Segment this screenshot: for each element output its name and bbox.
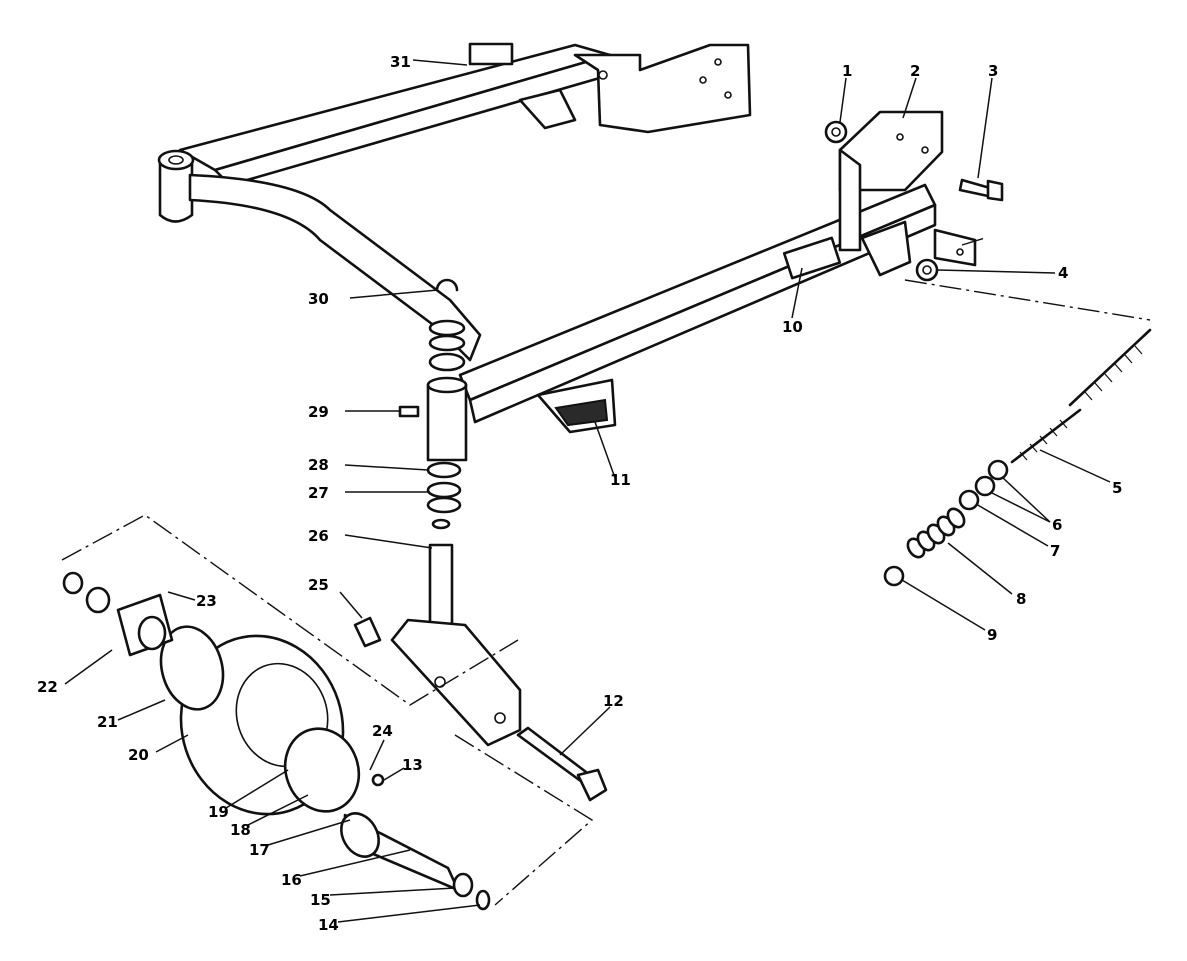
leader-lines: [64, 59, 1111, 923]
callout-13: 13: [402, 756, 423, 774]
callout-11: 11: [610, 471, 631, 489]
callout-15: 15: [310, 891, 331, 909]
callout-20: 20: [128, 746, 149, 764]
callout-7: 7: [1050, 542, 1060, 560]
callout-4: 4: [1058, 264, 1068, 282]
callout-25: 25: [308, 576, 329, 594]
callout-31: 31: [390, 53, 411, 71]
callout-2: 2: [910, 62, 920, 80]
callout-5: 5: [1112, 479, 1122, 497]
callout-29: 29: [308, 403, 329, 421]
callout-28: 28: [308, 456, 329, 474]
callout-19: 19: [208, 803, 229, 821]
callout-27: 27: [308, 484, 329, 502]
callout-30: 30: [308, 290, 329, 308]
front-axle-frame: [157, 42, 977, 434]
callout-24: 24: [372, 722, 393, 740]
callout-10: 10: [782, 318, 803, 336]
spindle-bracket: [390, 618, 522, 747]
compression-spring: [906, 507, 966, 559]
assembly-centerlines: [61, 237, 1151, 906]
steering-spindle-stack: [398, 278, 468, 637]
axle-bolt: [353, 616, 608, 802]
callout-12: 12: [603, 692, 624, 710]
callout-9: 9: [987, 626, 997, 644]
callout-22: 22: [37, 678, 58, 696]
callout-16: 16: [281, 871, 302, 889]
callout-6: 6: [1052, 516, 1062, 534]
callout-18: 18: [230, 821, 251, 839]
callout-17: 17: [249, 841, 270, 859]
callout-21: 21: [97, 713, 118, 731]
callout-labels: 1 2 3 4 5 6 7 8 9 10 11 12 13 14 15 16 1…: [37, 53, 1122, 934]
height-adjust-hardware: [824, 120, 1152, 587]
callout-23: 23: [196, 592, 217, 610]
rod-threads: [1019, 345, 1143, 461]
callout-8: 8: [1016, 590, 1026, 608]
callout-14: 14: [318, 916, 339, 934]
callout-3: 3: [988, 62, 998, 80]
callout-1: 1: [842, 62, 852, 80]
callout-26: 26: [308, 527, 329, 545]
